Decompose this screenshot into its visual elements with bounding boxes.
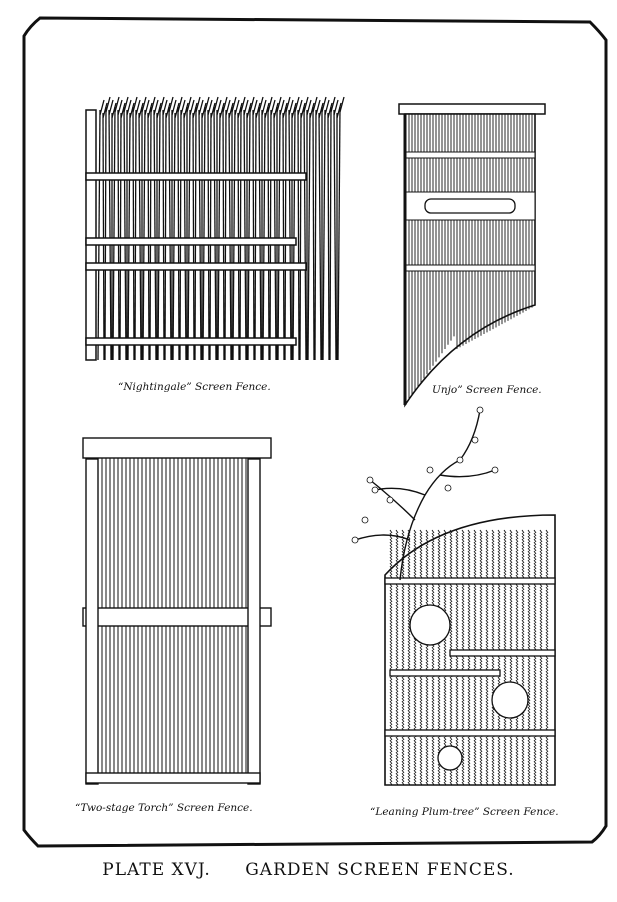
nightingale-fence-illustration	[85, 96, 345, 361]
caption-two-stage-torch: “Two-stage Torch” Screen Fence.	[75, 802, 253, 814]
caption-nightingale: “Nightingale” Screen Fence.	[118, 381, 271, 393]
caption-unjo: Unjo” Screen Fence.	[432, 384, 542, 396]
plate-heading: GARDEN SCREEN FENCES.	[245, 860, 515, 880]
two-stage-torch-fence-illustration	[82, 437, 272, 785]
caption-leaning-plum-tree: “Leaning Plum-tree” Screen Fence.	[370, 806, 559, 818]
plate-title: PLATE XVJ. GARDEN SCREEN FENCES.	[0, 860, 617, 880]
plate-number: PLATE XVJ.	[102, 860, 211, 880]
unjo-fence-illustration	[398, 103, 546, 408]
leaning-plum-tree-fence-illustration	[351, 406, 556, 786]
